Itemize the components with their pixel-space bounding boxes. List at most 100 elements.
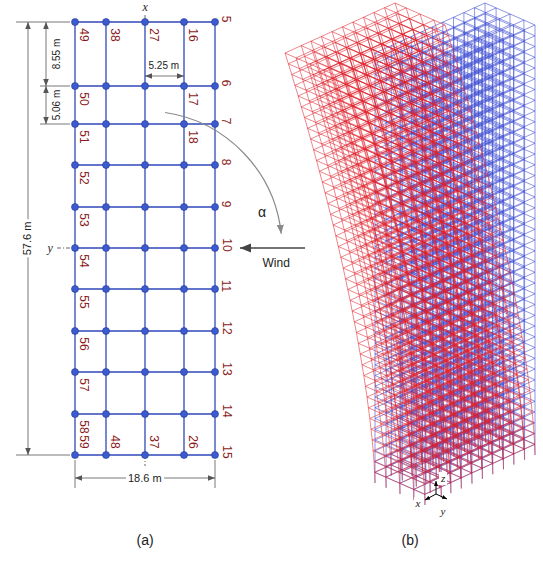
node-number: 52: [77, 171, 89, 184]
node-number: 55: [77, 295, 89, 308]
grid-node-dot: [212, 162, 219, 169]
node-number-holder: 37: [147, 435, 159, 448]
axis-label: x: [414, 497, 423, 510]
node-number-holder: 13: [220, 362, 232, 375]
axis-label-holder: y: [48, 242, 53, 254]
grid-node-dot: [72, 204, 79, 211]
node-number: 58: [77, 420, 89, 433]
node-number-holder: 16: [186, 28, 198, 41]
grid-node-dot: [103, 162, 110, 169]
axis-label: x: [143, 1, 148, 13]
grid-node-dot: [72, 286, 79, 293]
grid-node-dot: [212, 411, 219, 418]
grid-node-dot: [72, 245, 79, 252]
wind-label: Wind: [263, 257, 290, 269]
grid-node-dot: [142, 121, 149, 128]
grid-node-dot: [212, 286, 219, 293]
dimension-line: [46, 22, 47, 86]
grid-node-dot: [103, 121, 110, 128]
node-number-holder: 58: [77, 420, 89, 433]
grid-node-dot: [103, 83, 110, 90]
frame-model: [285, 3, 535, 505]
grid-node-dot: [142, 83, 149, 90]
dimension-line: [145, 76, 184, 77]
dimension-label-holder: 18.6 m: [126, 472, 164, 485]
dimension-label: 18.6 m: [126, 472, 164, 485]
node-number-holder: 57: [77, 378, 89, 391]
node-number-holder: 18: [186, 130, 198, 143]
grid-node-dot: [212, 204, 219, 211]
grid-node-dot: [72, 121, 79, 128]
axis-label-holder: y: [439, 505, 448, 518]
node-number-holder: 8: [220, 159, 232, 166]
axis-label: y: [48, 242, 53, 254]
node-number-holder: 7: [220, 118, 232, 125]
axis-label-holder: z: [439, 472, 447, 485]
node-number-holder: 53: [77, 213, 89, 226]
node-number: 57: [77, 378, 89, 391]
grid-node-dot: [103, 369, 110, 376]
node-number-holder: 12: [220, 321, 232, 334]
grid-node-dot: [181, 121, 188, 128]
node-number: 6: [220, 80, 232, 87]
grid-node-dot: [212, 121, 219, 128]
node-number: 5: [220, 16, 232, 23]
dimension-label-holder: 5.06 m: [52, 90, 62, 121]
grid-node-dot: [142, 411, 149, 418]
wind-arrow: [240, 247, 305, 249]
dimension-label-holder: 8.55 m: [52, 39, 62, 70]
node-number: 17: [186, 92, 198, 105]
grid-node-dot: [103, 286, 110, 293]
node-number: 16: [186, 28, 198, 41]
node-number: 59: [77, 435, 89, 448]
grid-node-dot: [72, 19, 79, 26]
wind-label-holder: Wind: [263, 257, 290, 269]
node-number-holder: 11: [220, 280, 232, 292]
node-number-holder: 26: [186, 435, 198, 448]
grid-node-dot: [103, 19, 110, 26]
node-number: 48: [108, 435, 120, 448]
grid-node-dot: [72, 452, 79, 459]
grid-node-dot: [212, 83, 219, 90]
grid-node-dot: [103, 204, 110, 211]
dimension-line: [46, 86, 47, 124]
extension-line: [16, 22, 70, 23]
node-number-holder: 50: [77, 92, 89, 105]
grid-node-dot: [103, 452, 110, 459]
dimension-label: 5.06 m: [52, 90, 62, 121]
grid-node-dot: [181, 328, 188, 335]
axis-label-holder: x: [414, 497, 423, 510]
grid-node-dot: [72, 411, 79, 418]
grid-node-dot: [72, 328, 79, 335]
node-number: 37: [147, 435, 159, 448]
node-number: 50: [77, 92, 89, 105]
dimension-label: 8.55 m: [52, 39, 62, 70]
grid-node-dot: [103, 411, 110, 418]
axis-label: z: [439, 472, 447, 485]
grid-node-dot: [142, 245, 149, 252]
grid-node-dot: [212, 452, 219, 459]
grid-node-dot: [142, 19, 149, 26]
node-number-holder: 59: [77, 435, 89, 448]
node-number-holder: 15: [220, 445, 232, 458]
grid-node-dot: [181, 286, 188, 293]
grid-node-dot: [142, 369, 149, 376]
node-number: 56: [77, 337, 89, 350]
dimension-lines: [16, 22, 215, 488]
grid-node-dot: [181, 19, 188, 26]
grid-node-dot: [181, 245, 188, 252]
panel-label: (a): [137, 533, 154, 547]
grid-node-dot: [142, 328, 149, 335]
axis-arrow: [425, 494, 436, 500]
grid-node-dot: [212, 369, 219, 376]
grid-node-dot: [181, 83, 188, 90]
node-number: 13: [220, 362, 232, 375]
grid-node-dot: [72, 162, 79, 169]
axis-arrow: [436, 481, 437, 494]
node-number-holder: 54: [77, 254, 89, 267]
panel-label-holder: (a): [137, 533, 154, 547]
axis-label-holder: x: [143, 1, 148, 13]
node-number-holder: 38: [108, 28, 120, 41]
extension-line: [16, 455, 70, 456]
